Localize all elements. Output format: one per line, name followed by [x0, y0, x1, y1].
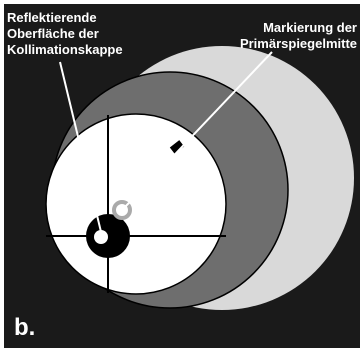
- left-label-line-2: Oberfläche der: [7, 26, 99, 41]
- reflection-center: [94, 230, 108, 244]
- inner-circle: [45, 113, 227, 295]
- figure-label: b.: [14, 314, 35, 341]
- right-pointer-line: [124, 51, 273, 208]
- left-label-line-1: Reflektierende: [7, 10, 97, 25]
- center-mark-ring: [112, 200, 132, 220]
- left-pointer-line: [59, 61, 103, 237]
- reflection-disk: [86, 214, 130, 258]
- right-label-line-2: Primärspiegelmitte: [240, 36, 357, 51]
- left-label-line-3: Kollimationskappe: [7, 42, 123, 57]
- crescent-marker: [169, 140, 185, 154]
- right-label-line-1: Markierung der: [263, 20, 357, 35]
